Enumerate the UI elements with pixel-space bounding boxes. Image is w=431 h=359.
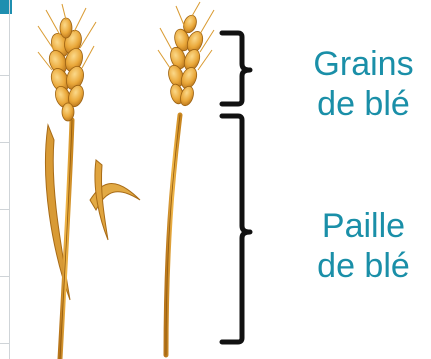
label-paille-line2: de blé (296, 246, 431, 286)
wheat-stalk-right-icon (158, 2, 214, 355)
wheat-stalk-left-icon (38, 4, 140, 359)
bracket-paille-icon (222, 116, 250, 342)
label-paille-line1: Paille (296, 206, 431, 246)
wheat-ear-left (38, 4, 96, 121)
label-grains-line2: de blé (296, 84, 431, 124)
bracket-grains-icon (222, 33, 250, 104)
label-grains: Grains de blé (296, 44, 431, 124)
label-paille: Paille de blé (296, 206, 431, 286)
wheat-ear-right (158, 2, 214, 107)
label-grains-line1: Grains (296, 44, 431, 84)
